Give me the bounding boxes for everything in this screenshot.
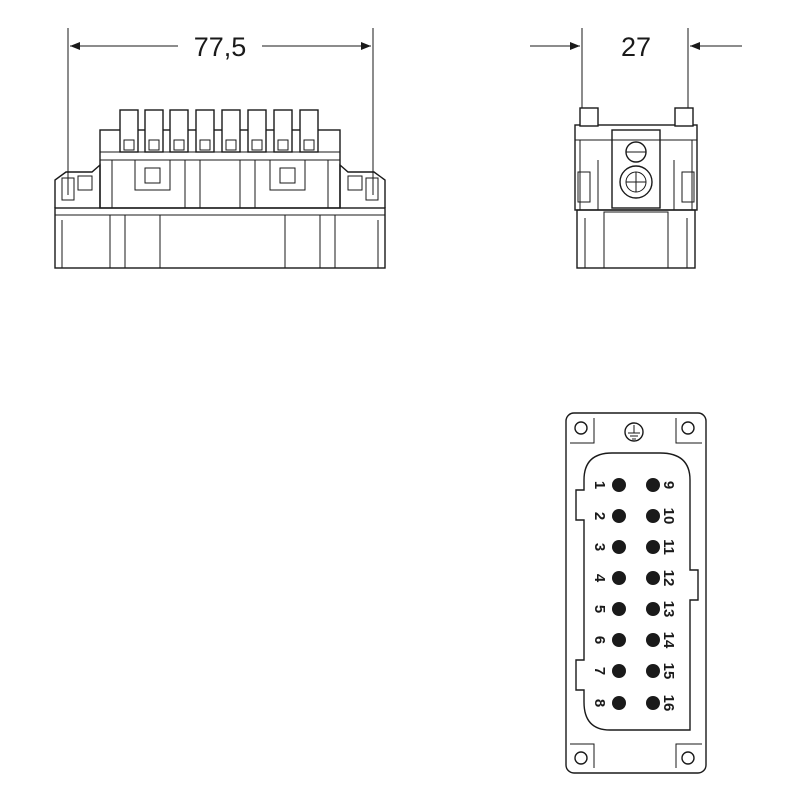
pin-labels-right: 9 10 11 12 13 14 15 16 — [660, 481, 677, 712]
contact-pin — [612, 478, 626, 492]
pin-label: 15 — [660, 663, 677, 680]
width-dimension-label: 77,5 — [194, 32, 247, 62]
pin-label: 14 — [660, 632, 677, 649]
contact-pin — [646, 633, 660, 647]
depth-dimension: 27 — [530, 28, 742, 120]
pin-label: 8 — [591, 699, 608, 707]
contact-terminals — [119, 109, 319, 153]
mounting-hole — [681, 751, 695, 765]
contact-pin — [612, 633, 626, 647]
contact-pin — [646, 540, 660, 554]
pin-label: 16 — [660, 695, 677, 712]
contact-pin — [646, 602, 660, 616]
face-view: 1 2 3 4 5 6 7 8 9 10 11 12 13 14 15 16 — [565, 412, 707, 774]
pin-label: 5 — [591, 605, 608, 613]
contact-pin — [612, 602, 626, 616]
pin-label: 10 — [660, 508, 677, 525]
pin-label: 11 — [660, 539, 677, 555]
face-frame — [565, 412, 707, 774]
pin-label: 6 — [591, 636, 608, 644]
pins-left — [612, 478, 626, 710]
mounting-hole — [574, 751, 588, 765]
contact-pin — [612, 571, 626, 585]
side-view: 27 — [530, 28, 742, 269]
pin-label: 13 — [660, 601, 677, 618]
depth-dimension-label: 27 — [621, 32, 651, 62]
pin-label: 1 — [591, 481, 608, 489]
ground-icon — [624, 422, 644, 442]
pin-label: 4 — [591, 574, 608, 583]
mounting-hole — [574, 421, 588, 435]
contact-pin — [646, 509, 660, 523]
contact-pin — [612, 696, 626, 710]
pin-label: 12 — [660, 570, 677, 587]
width-dimension: 77,5 — [67, 28, 374, 195]
pin-label: 7 — [591, 667, 608, 675]
contact-pin — [646, 664, 660, 678]
contact-pin — [612, 509, 626, 523]
contact-insert-outline — [575, 452, 699, 731]
contact-pin — [612, 664, 626, 678]
pins-right — [646, 478, 660, 710]
pin-label: 3 — [591, 543, 608, 551]
contact-pin — [612, 540, 626, 554]
mounting-hole — [681, 421, 695, 435]
contact-pin — [646, 571, 660, 585]
front-view: 77,5 — [54, 28, 386, 269]
contact-pin — [646, 696, 660, 710]
pin-label: 2 — [591, 512, 608, 520]
pin-label: 9 — [660, 481, 677, 489]
contact-pin — [646, 478, 660, 492]
pin-labels-left: 1 2 3 4 5 6 7 8 — [591, 481, 608, 707]
